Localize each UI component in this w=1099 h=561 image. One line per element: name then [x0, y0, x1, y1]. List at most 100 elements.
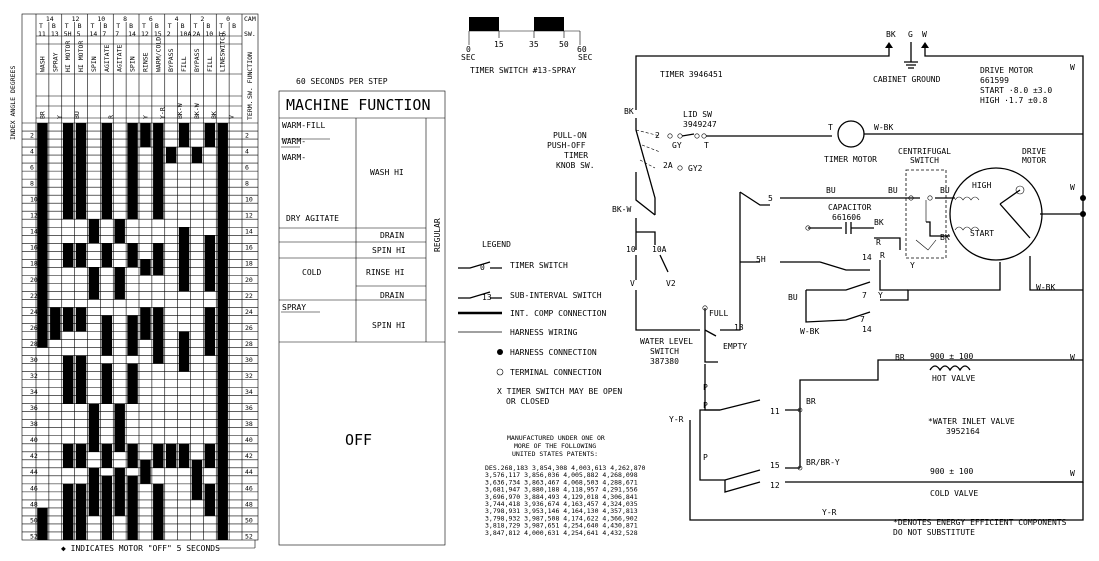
legend-int-comp: INT. COMP CONNECTION — [510, 309, 607, 318]
timer-col-sub: B — [232, 22, 236, 30]
index-row-number: 4 — [30, 147, 34, 155]
t-label: T — [704, 141, 709, 150]
centrifugal-1: CENTRIFUGAL — [898, 147, 951, 156]
sw-13: 13 — [734, 323, 744, 332]
index-row-number: 34 — [30, 388, 38, 396]
yr-bottom: Y-R — [822, 508, 837, 517]
timer-col-term: 12 — [141, 30, 149, 38]
sw-7a: 7 — [862, 291, 867, 300]
timer-col-number: 8 — [123, 15, 127, 23]
v-label: V — [630, 279, 635, 288]
timer-col-sub: T — [39, 22, 43, 30]
seconds-per-step: 60 SECONDS PER STEP — [296, 77, 388, 86]
row-number: 16 — [245, 244, 253, 252]
cam-segment — [165, 147, 177, 164]
yr-left: Y-R — [669, 415, 684, 424]
index-row-number: 44 — [30, 468, 38, 476]
supply-w: W — [922, 30, 927, 39]
cam-segment — [127, 243, 138, 268]
legend-x-note-2: OR CLOSED — [506, 397, 550, 406]
cam-segment — [101, 123, 113, 220]
row-number: 20 — [245, 276, 253, 284]
index-angle-label: INDEX ANGLE DEGREES — [9, 66, 17, 140]
cam-segment — [204, 235, 216, 292]
index-row-number: 14 — [30, 228, 38, 236]
timer-motor-label: TIMER MOTOR — [824, 155, 877, 164]
mf-spray: SPRAY — [282, 303, 306, 312]
row-number: 26 — [245, 324, 253, 332]
cam-segment — [178, 443, 190, 468]
scale-35: 35 — [529, 40, 539, 49]
pull-on-3: TIMER — [564, 151, 588, 160]
timer-col-term: 13 — [51, 30, 59, 38]
bk-cap: BK — [874, 218, 884, 227]
patents-title-2: MORE OF THE FOLLOWING — [514, 442, 596, 450]
inlet-valve-1: *WATER INLET VALVE — [928, 417, 1015, 426]
timer-col-wire: BK — [210, 111, 218, 119]
cam-segment — [140, 459, 151, 484]
cabinet-ground: CABINET GROUND — [873, 75, 941, 84]
cam-segment — [75, 307, 87, 332]
sw-5h: 5H — [756, 255, 766, 264]
timer-col-function: BYPASS — [193, 48, 201, 72]
timer-col-sub: T — [65, 22, 69, 30]
timer-col-sub: B — [206, 22, 210, 30]
mf-dry-agitate: DRY AGITATE — [286, 214, 339, 223]
row-number: 34 — [245, 388, 253, 396]
wbk-right: W-BK — [1036, 283, 1055, 292]
lid-sw-1: LID SW — [683, 110, 712, 119]
cold-res: 900 ± 100 — [930, 467, 974, 476]
br-label: BR — [806, 397, 816, 406]
index-row-number: 12 — [30, 212, 38, 220]
row-number: 14 — [245, 228, 253, 236]
cam-segment — [50, 307, 61, 340]
br-right: BR — [895, 353, 905, 362]
cam-segment — [114, 219, 125, 244]
legend-num-0: 0 — [480, 263, 485, 272]
index-row-number: 22 — [30, 292, 38, 300]
timer-col-sub: B — [181, 22, 185, 30]
cam-segment — [75, 355, 87, 404]
patent-line: 3,576,117 3,856,036 4,005,882 4,268,098 — [485, 471, 638, 479]
timer-col-term: 14 — [128, 30, 136, 38]
timer-col-sub: T — [142, 22, 146, 30]
patents-title-3: UNITED STATES PATENTS: — [512, 450, 598, 458]
cam-segment — [165, 443, 177, 468]
timer-col-term: 5H — [64, 30, 72, 38]
row-number: 10 — [245, 196, 253, 204]
y-7: Y — [878, 291, 883, 300]
gy2-label: GY2 — [688, 164, 703, 173]
cam-segment — [127, 443, 138, 468]
row-number: 12 — [245, 212, 253, 220]
cam-segment — [204, 443, 216, 468]
drive-small-1: DRIVE — [1022, 147, 1046, 156]
timer-col-function: HI MOTOR — [77, 41, 85, 72]
timer-col-function: AGITATE — [116, 45, 124, 72]
motor-off-diamond — [218, 227, 227, 236]
cam-segment — [75, 123, 87, 220]
legend-harness-connection: HARNESS CONNECTION — [510, 348, 597, 357]
row-number: 6 — [245, 164, 249, 172]
energy-note-2: DO NOT SUBSTITUTE — [893, 528, 975, 537]
bkw-label: BK-W — [612, 205, 631, 214]
cam-segment — [140, 259, 151, 276]
timer-col-wire: Y — [141, 115, 149, 119]
row-number: 18 — [245, 260, 253, 268]
water-level-1: WATER LEVEL — [640, 337, 693, 346]
timer-col-sub: T — [116, 22, 120, 30]
bu-2: BU — [888, 186, 898, 195]
cam-segment — [127, 363, 138, 404]
sw-5: 5 — [768, 194, 773, 203]
cam-segment — [88, 267, 100, 300]
mf-rinse-hi: RINSE HI — [366, 268, 405, 277]
cam-segment — [178, 123, 190, 148]
regular-label: REGULAR — [433, 218, 442, 252]
cam-segment — [101, 475, 113, 540]
w-right: W — [1070, 183, 1075, 192]
timer-col-term: 2A — [193, 30, 201, 38]
legend-timer-switch: TIMER SWITCH — [510, 261, 568, 270]
cam-segment — [127, 123, 138, 220]
patents-title-1: MANUFACTURED UNDER ONE OR — [507, 434, 605, 442]
cam-segment — [127, 475, 138, 540]
